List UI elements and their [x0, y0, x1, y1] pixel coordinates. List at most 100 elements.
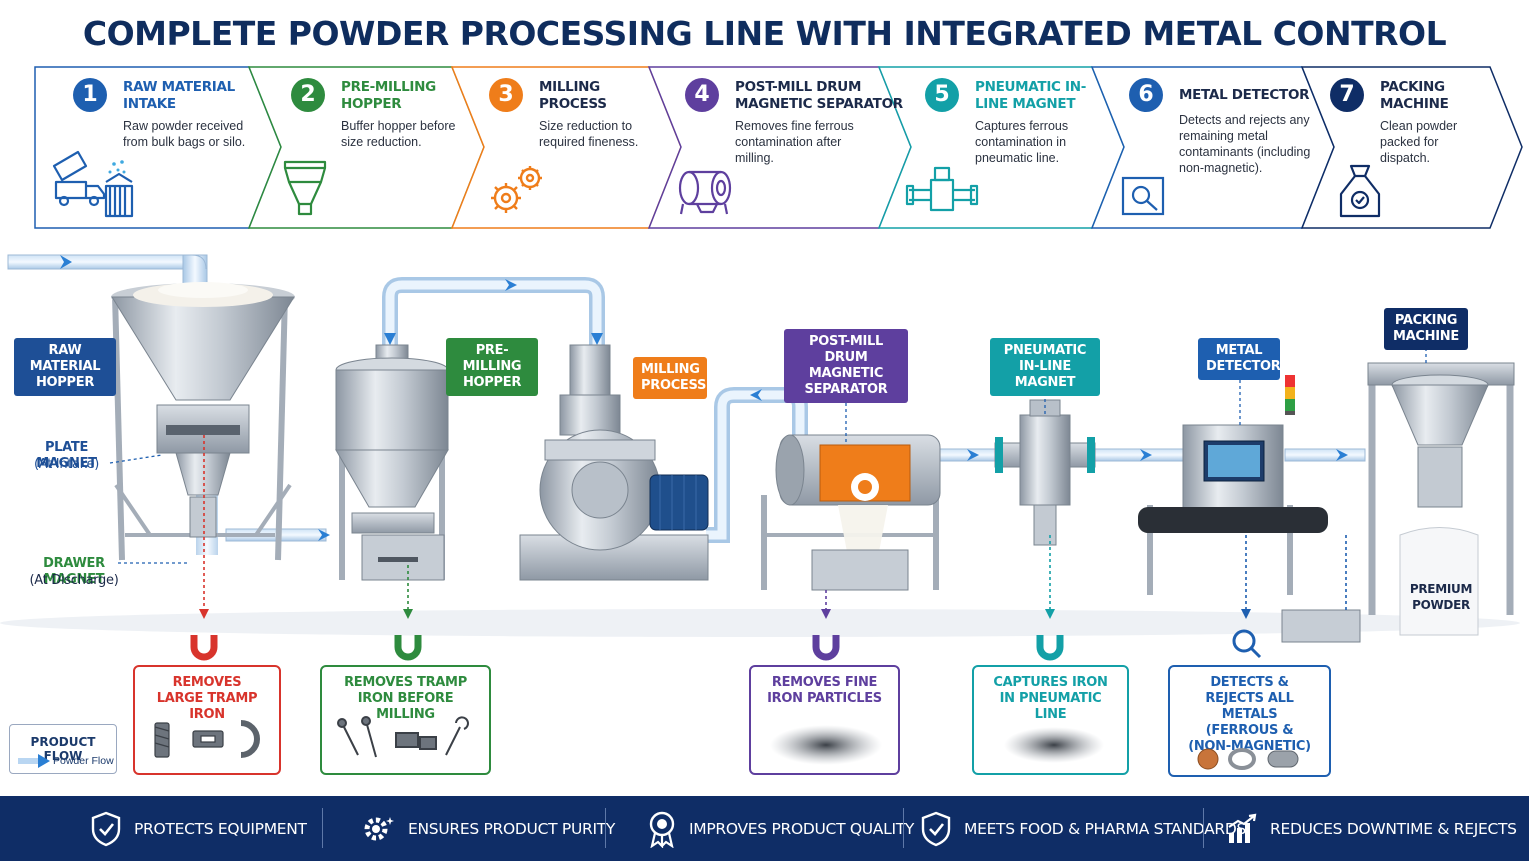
drawer-magnet-sublabel: (At Discharge) [29, 573, 119, 588]
step-description: Raw powder received from bulk bags or si… [123, 119, 246, 149]
leader-arrowheads [199, 609, 1251, 619]
flow-arrows [60, 255, 1348, 541]
legend-item-label: Powder Flow [53, 755, 114, 767]
tag-metal-detector: METAL DETECTOR [1198, 338, 1281, 380]
step-number-badge: 7 [1330, 78, 1364, 112]
footer-divider [605, 808, 606, 848]
equipment-illustration [0, 254, 1520, 661]
hopper-icon [283, 160, 327, 216]
step-5: 5 PNEUMATIC IN-LINE MAGNET Captures ferr… [905, 66, 1105, 229]
plate-magnet-sublabel: (At Intake) [34, 457, 99, 472]
pipe-magnet-icon [905, 166, 979, 212]
step-number-badge: 6 [1129, 78, 1163, 112]
iron-filings-icon [770, 725, 882, 765]
step-number-badge: 5 [925, 78, 959, 112]
step-6: 6 METAL DETECTOR Detects and rejects any… [1121, 66, 1319, 229]
screws-nails-icon [337, 716, 469, 758]
mixed-metals-icon [1197, 748, 1299, 770]
callout-text: CAPTURES IRON IN PNEUMATIC LINE [993, 675, 1108, 722]
callout-captures-iron-pneumatic: CAPTURES IRON IN PNEUMATIC LINE [972, 665, 1129, 775]
callout-text: REMOVES LARGE TRAMP IRON [156, 675, 258, 722]
benefits-footer: PROTECTS EQUIPMENT ENSURES PRODUCT PURIT… [0, 796, 1529, 861]
footer-divider [903, 808, 904, 848]
gears-icon [491, 166, 542, 213]
callout-tramp-iron-before-milling: REMOVES TRAMP IRON BEFORE MILLING [320, 665, 491, 775]
benefit-label: MEETS FOOD & PHARMA STANDARDS [964, 819, 1247, 838]
pneumatic-inline-magnet [994, 399, 1096, 546]
tag-raw-material-hopper: RAW MATERIAL HOPPER [14, 338, 116, 396]
benefit-food-pharma-standards: MEETS FOOD & PHARMA STANDARDS [920, 796, 1246, 861]
step-1: 1 RAW MATERIAL INTAKE Raw powder receive… [52, 66, 263, 229]
step-3: 3 MILLING PROCESS Size reduction to requ… [489, 66, 669, 229]
callout-large-tramp-iron: REMOVES LARGE TRAMP IRON [133, 665, 281, 775]
drum-icon [678, 170, 732, 215]
bar-chart-up-icon [1228, 813, 1257, 843]
step-title: PACKING MACHINE [1380, 79, 1449, 112]
step-4: 4 POST-MILL DRUM MAGNETIC SEPARATOR Remo… [678, 66, 903, 229]
process-line-scene: RAW MATERIAL HOPPER PRE-MILLING HOPPER M… [0, 235, 1529, 795]
raw-material-hopper [111, 282, 295, 561]
tag-packing-machine: PACKING MACHINE [1384, 308, 1468, 350]
footer-divider [322, 808, 323, 848]
tramp-iron-icon [154, 720, 260, 758]
step-title: POST-MILL DRUM MAGNETIC SEPARATOR [735, 79, 903, 112]
tag-milling-process: MILLING PROCESS [633, 357, 707, 399]
drum-magnetic-separator [761, 434, 941, 591]
callout-text: DETECTS & REJECTS ALL METALS (FERROUS & … [1188, 675, 1311, 754]
benefit-product-purity: ENSURES PRODUCT PURITY [360, 796, 615, 861]
callout-text: REMOVES TRAMP IRON BEFORE MILLING [344, 675, 467, 722]
benefit-reduces-downtime: REDUCES DOWNTIME & REJECTS [1226, 796, 1517, 861]
benefit-product-quality: IMPROVES PRODUCT QUALITY [647, 796, 914, 861]
step-title: MILLING PROCESS [539, 79, 607, 112]
step-title: RAW MATERIAL INTAKE [123, 79, 235, 112]
step-2: 2 PRE-MILLING HOPPER Buffer hopper befor… [283, 66, 471, 229]
magnifier-icon [1232, 629, 1262, 659]
drawer-magnet-label: DRAWER MAGNET [43, 556, 105, 587]
step-description: Size reduction to required fineness. [539, 119, 639, 149]
step-title: PNEUMATIC IN-LINE MAGNET [975, 79, 1087, 112]
benefit-label: IMPROVES PRODUCT QUALITY [689, 819, 915, 838]
step-7: 7 PACKING MACHINE Clean powder packed fo… [1330, 66, 1500, 229]
benefit-protects-equipment: PROTECTS EQUIPMENT [90, 796, 307, 861]
award-ribbon-icon [649, 811, 675, 848]
callout-detects-rejects-metals: DETECTS & REJECTS ALL METALS (FERROUS & … [1168, 665, 1331, 777]
callout-text: REMOVES FINE IRON PARTICLES [767, 675, 882, 706]
magnet-icons [190, 635, 1064, 661]
iron-filings-icon [1004, 727, 1104, 763]
callout-fine-iron-particles: REMOVES FINE IRON PARTICLES [749, 665, 900, 775]
legend-title: PRODUCT FLOW [30, 735, 96, 763]
step-number-badge: 1 [73, 78, 107, 112]
pre-milling-hopper [335, 344, 449, 581]
benefit-label: REDUCES DOWNTIME & REJECTS [1270, 819, 1517, 838]
step-title: PRE-MILLING HOPPER [341, 79, 436, 112]
product-flow-legend: PRODUCT FLOW Powder Flow [9, 724, 117, 774]
step-description: Removes fine ferrous contamination after… [735, 119, 854, 165]
bag-label: PREMIUM POWDER [1409, 582, 1473, 612]
shield-check-icon [921, 811, 951, 846]
tag-pre-milling-hopper: PRE-MILLING HOPPER [446, 338, 538, 396]
bag-icon [1339, 164, 1381, 218]
plate-magnet-label: PLATE MAGNET [36, 440, 97, 471]
tag-drum-magnetic-separator: POST-MILL DRUM MAGNETIC SEPARATOR [784, 329, 908, 403]
step-title: METAL DETECTOR [1179, 87, 1310, 103]
mill [519, 344, 709, 581]
truck-silo-icon [52, 150, 134, 218]
step-number-badge: 2 [291, 78, 325, 112]
step-number-badge: 3 [489, 78, 523, 112]
benefit-label: ENSURES PRODUCT PURITY [408, 819, 616, 838]
step-number-badge: 4 [685, 78, 719, 112]
flow-arrow-icon [18, 754, 50, 768]
benefit-label: PROTECTS EQUIPMENT [134, 819, 307, 838]
footer-divider [1203, 808, 1204, 848]
step-description: Buffer hopper before size reduction. [341, 119, 456, 149]
metal-detector-machine [1138, 375, 1361, 643]
step-description: Clean powder packed for dispatch. [1380, 119, 1458, 165]
process-steps-banner: 1 RAW MATERIAL INTAKE Raw powder receive… [34, 66, 1524, 229]
page-title: COMPLETE POWDER PROCESSING LINE WITH INT… [82, 14, 1447, 53]
tag-pneumatic-magnet: PNEUMATIC IN-LINE MAGNET [990, 338, 1100, 396]
packing-machine [1367, 362, 1515, 636]
step-description: Captures ferrous contamination in pneuma… [975, 119, 1069, 165]
detector-icon [1121, 176, 1165, 216]
gear-sparkle-icon [364, 816, 394, 840]
step-description: Detects and rejects any remaining metal … [1179, 113, 1311, 175]
